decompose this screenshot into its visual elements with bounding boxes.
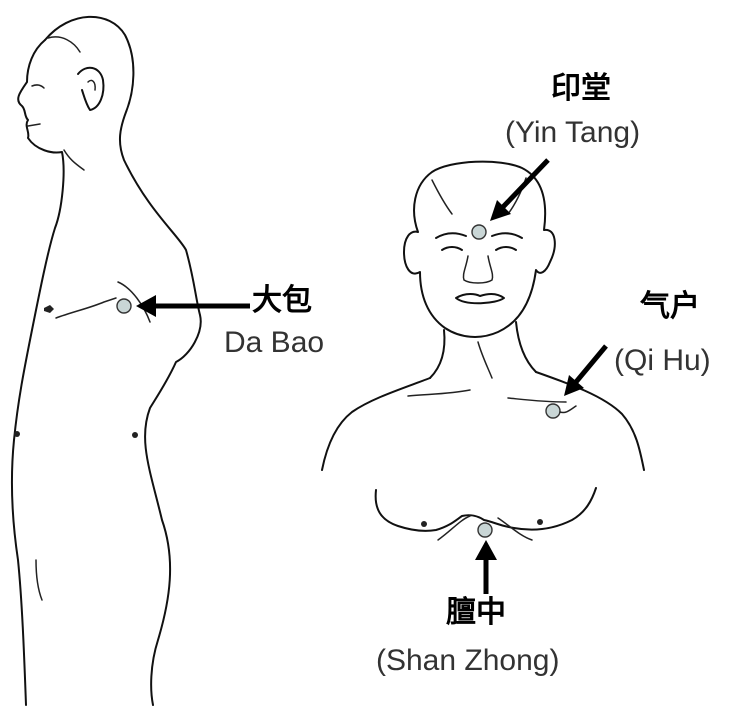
- da-bao-chinese-label: 大包: [252, 286, 312, 316]
- side-chest-line: [56, 298, 116, 318]
- front-mouth: [456, 294, 504, 303]
- front-nose: [463, 256, 492, 283]
- front-shoulders-torso: [322, 372, 644, 470]
- qi-hu-tick: [560, 406, 576, 413]
- shan-zhong-pinyin-label: (Shan Zhong): [376, 646, 559, 676]
- front-nipple-left: [421, 521, 427, 527]
- front-neck-right: [516, 322, 536, 372]
- yin-tang-chinese-label: 印堂: [551, 74, 611, 104]
- da-bao-arrow: [136, 295, 250, 317]
- da-bao-pinyin-label: Da Bao: [224, 328, 324, 358]
- front-eyebrow-left: [436, 233, 466, 238]
- side-face-profile: [12, 40, 64, 705]
- shan-zhong-arrow: [475, 540, 497, 594]
- front-eye-left: [442, 247, 462, 250]
- front-neck-center: [478, 342, 492, 378]
- qi-hu-chinese-label: 气户: [640, 292, 700, 322]
- qi-hu-arrow: [564, 346, 606, 396]
- front-clavicle-left: [408, 390, 470, 396]
- side-neck-front: [64, 150, 84, 170]
- side-head-back-outline: [45, 17, 201, 705]
- yin-tang-pinyin-label: (Yin Tang): [505, 118, 640, 148]
- side-hairline: [48, 37, 80, 52]
- yin-tang-arrow: [490, 160, 548, 221]
- shan-zhong-chinese-label: 膻中: [446, 598, 506, 628]
- side-mouth: [28, 124, 40, 126]
- front-neck-left: [430, 330, 444, 378]
- side-eye: [32, 85, 44, 88]
- side-ear: [78, 68, 103, 110]
- front-eyebrow-right: [492, 233, 522, 238]
- shan-zhong-point: [478, 523, 492, 537]
- front-hair-left: [432, 180, 452, 214]
- front-head-outline: [404, 162, 555, 337]
- qi-hu-pinyin-label: (Qi Hu): [614, 346, 711, 376]
- yin-tang-point: [472, 225, 486, 239]
- side-nipple: [44, 305, 54, 313]
- side-waist-mark-front: [14, 431, 20, 437]
- side-hip-line: [36, 560, 42, 600]
- front-view-figure: [322, 162, 644, 540]
- front-clavicle-right: [508, 398, 566, 402]
- front-eye-right: [496, 247, 516, 250]
- side-ear-inner: [88, 80, 95, 90]
- front-nipple-right: [537, 519, 543, 525]
- da-bao-point: [117, 299, 131, 313]
- qi-hu-point: [546, 404, 560, 418]
- side-view-figure: [12, 17, 201, 705]
- side-waist-mark-back: [132, 432, 138, 438]
